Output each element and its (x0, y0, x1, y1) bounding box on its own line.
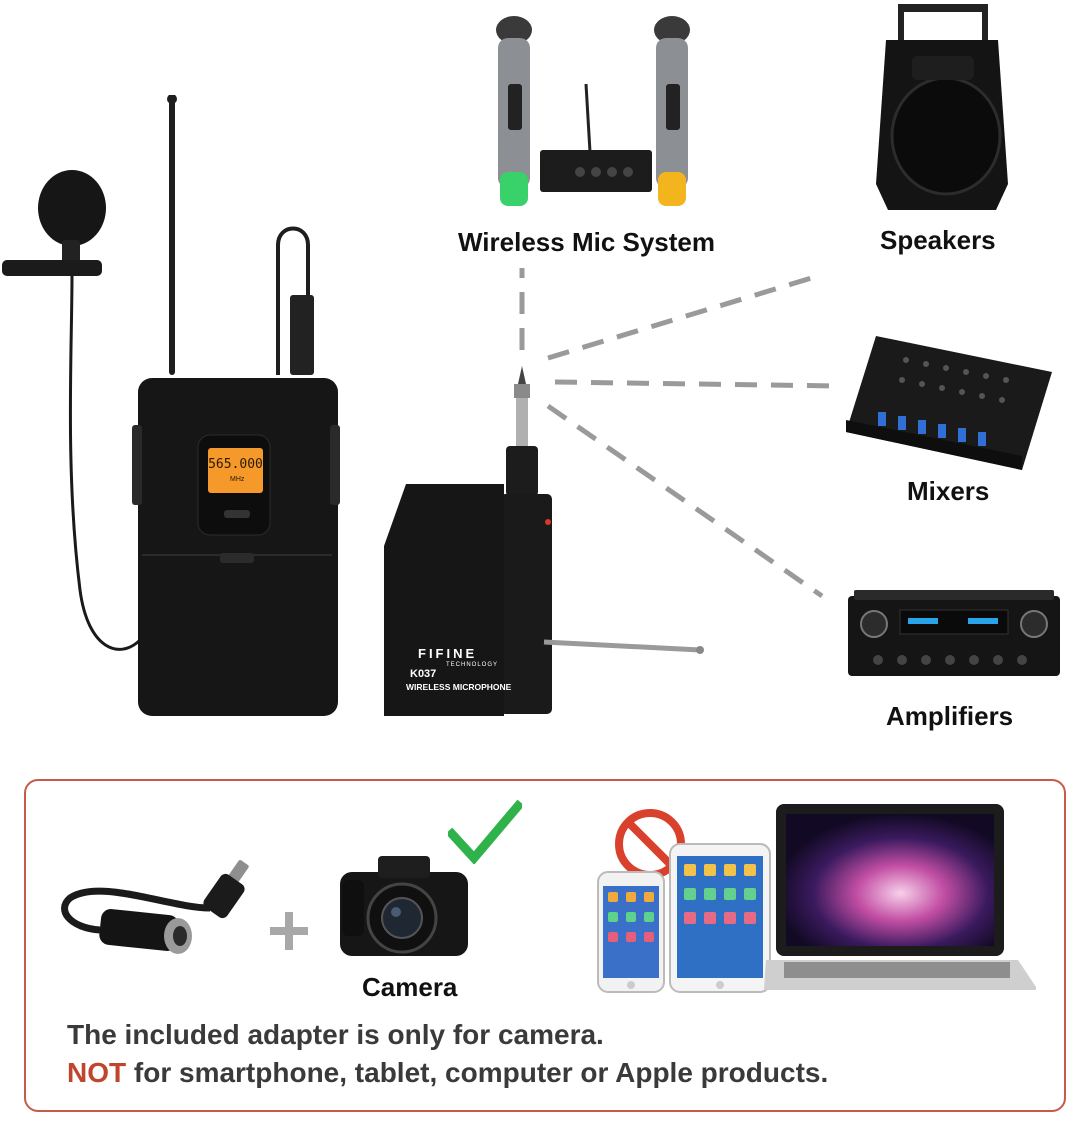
camera-image (340, 856, 468, 956)
amplifier-image (848, 590, 1060, 676)
label-speakers: Speakers (880, 225, 996, 255)
lcd-display-value: 565.000 (208, 457, 263, 472)
line-to-mixers (554, 379, 841, 389)
receiver-model: K037 (410, 668, 437, 680)
receiver-brand-sub: TECHNOLOGY (446, 662, 499, 668)
plus-icon (270, 912, 308, 950)
speaker-image (876, 4, 1008, 210)
notice-line-2: NOT for smartphone, tablet, computer or … (67, 1057, 828, 1089)
adapter-cable-image (61, 860, 249, 954)
notice-line-2-rest: for smartphone, tablet, computer or Appl… (126, 1057, 829, 1088)
label-amplifiers: Amplifiers (886, 701, 1014, 731)
compatibility-notice-box (24, 779, 1066, 1112)
label-wireless-mic-system: Wireless Mic System (458, 227, 716, 257)
notice-not-highlight: NOT (67, 1057, 127, 1088)
mixer-image (846, 336, 1052, 470)
check-icon (448, 800, 522, 864)
line-to-amplifiers (546, 403, 824, 599)
smartphone-image (597, 871, 665, 993)
tablet-image (669, 843, 771, 993)
label-camera: Camera (362, 972, 458, 1002)
lavalier-mic-image (2, 170, 142, 651)
label-mixers: Mixers (907, 476, 990, 506)
lcd-display-unit: MHz (230, 476, 245, 483)
bodypack-transmitter: 565.000 MHz (132, 95, 342, 720)
receiver-brand: FIFINE (418, 646, 478, 661)
laptop-image (764, 804, 1036, 990)
notice-line-1: The included adapter is only for camera. (67, 1019, 604, 1050)
receiver-unit: FIFINE TECHNOLOGY K037 WIRELESS MICROPHO… (384, 366, 704, 716)
receiver-product-name: WIRELESS MICROPHONE (406, 682, 512, 692)
line-to-speakers (547, 273, 819, 361)
wireless-mic-system-image (496, 16, 690, 206)
connector-lines (519, 268, 841, 599)
